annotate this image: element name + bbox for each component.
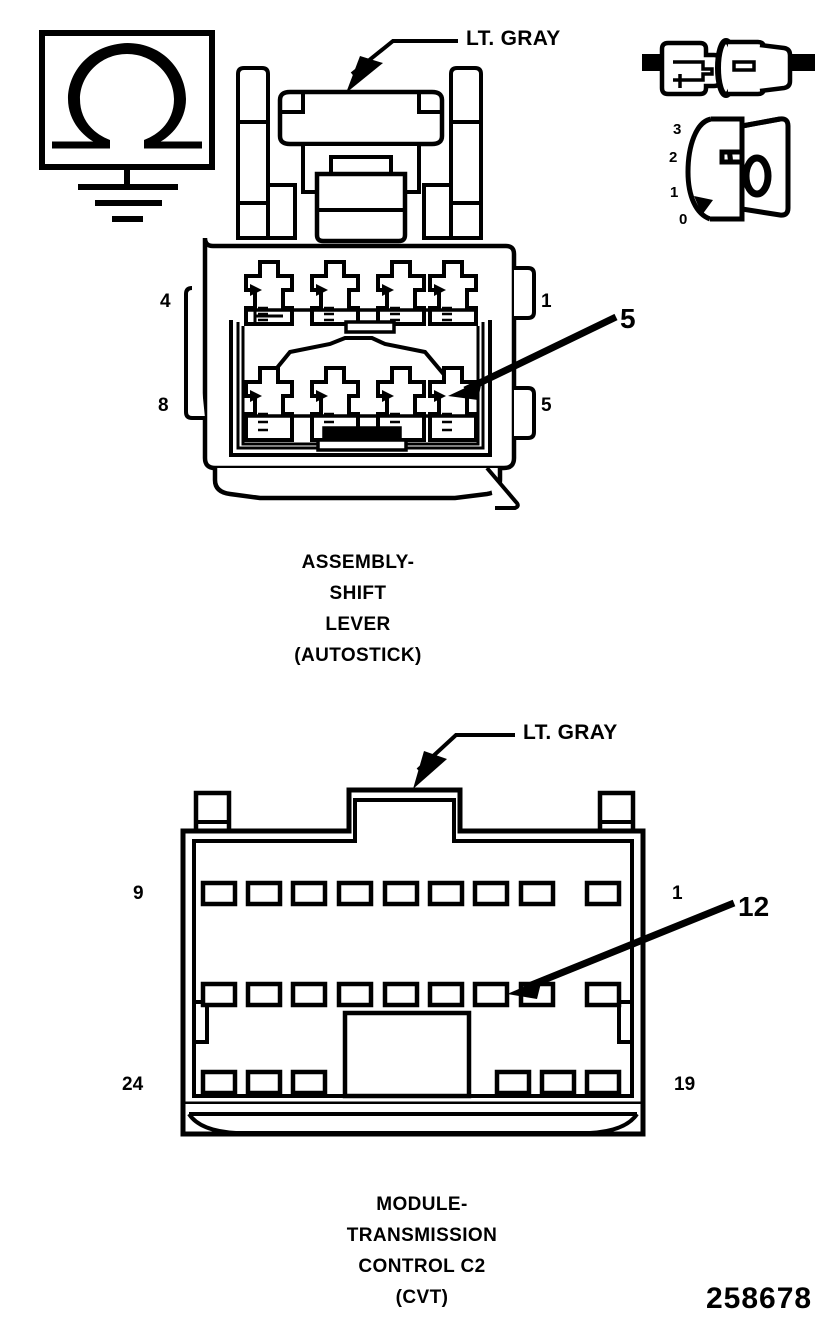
callout-number-12: 12: [738, 891, 770, 922]
cavity-row-top: [244, 260, 478, 334]
keyway-label-1: 1: [670, 184, 679, 201]
leader-callout-12: [507, 899, 736, 999]
pin-number-c2-bottom-left: 24: [122, 1074, 144, 1095]
caption-line: SHIFT: [329, 583, 387, 604]
pin-number-bottom-left: 8: [158, 395, 169, 416]
caption-line: TRANSMISSION: [346, 1225, 498, 1246]
keyway-label-3: 3: [673, 121, 682, 138]
leader-lt-gray-top: [346, 39, 458, 93]
cavity-row-2: [200, 981, 622, 1008]
keyway-dial-illustration: [685, 116, 791, 222]
keyway-label-0: 0: [679, 211, 688, 228]
pin-number-top-left: 4: [160, 291, 171, 312]
caption-line: CONTROL C2: [358, 1256, 486, 1277]
caption-line: ASSEMBLY-: [301, 552, 415, 573]
pin-number-c2-top-right: 1: [672, 883, 683, 904]
caption-line: LEVER: [325, 614, 391, 635]
figure-part-number: 258678: [706, 1282, 813, 1315]
terminal-detail-illustration: [642, 38, 815, 98]
caption-shift-lever: ASSEMBLY- SHIFT LEVER (AUTOSTICK): [178, 547, 538, 671]
cavity-row-3: [200, 1069, 622, 1096]
connector-tcm-c2: [180, 733, 736, 1137]
pin-number-bottom-right: 5: [541, 395, 552, 416]
pin-number-c2-bottom-right: 19: [674, 1074, 696, 1095]
pin-number-c2-top-left: 9: [133, 883, 144, 904]
caption-line: (CVT): [395, 1287, 449, 1308]
caption-line: MODULE-: [376, 1194, 468, 1215]
leader-callout-5: [448, 313, 618, 400]
connector-shift-lever: [184, 39, 618, 510]
cavity-row-1: [200, 880, 622, 907]
label-lt-gray-top: LT. GRAY: [466, 27, 561, 50]
keyway-label-2: 2: [669, 149, 678, 166]
caption-line: (AUTOSTICK): [294, 645, 422, 666]
omega-ground-icon: [39, 30, 215, 222]
label-lt-gray-bottom: LT. GRAY: [523, 721, 618, 744]
pin-number-top-right: 1: [541, 291, 552, 312]
leader-lt-gray-bottom: [413, 733, 515, 789]
caption-tcm-c2: MODULE- TRANSMISSION CONTROL C2 (CVT): [242, 1189, 602, 1313]
cavity-row-bottom: [244, 366, 478, 452]
callout-number-5: 5: [620, 303, 636, 334]
